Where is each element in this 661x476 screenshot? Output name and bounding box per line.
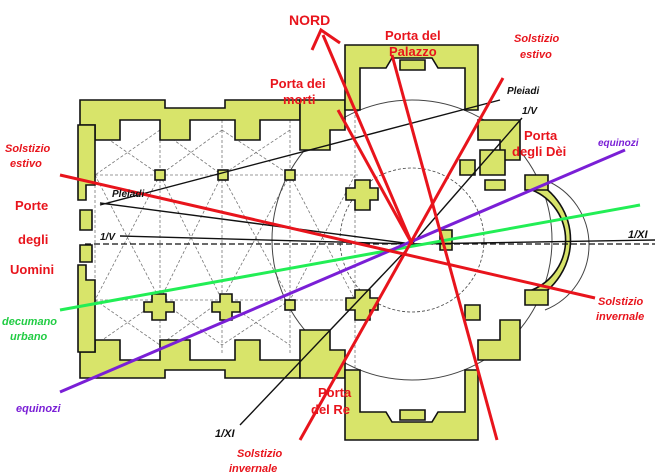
- nord-arrow-head: [310, 27, 341, 51]
- label-porta-palazzo-2: Palazzo: [389, 44, 437, 59]
- line-solstizio-estivo-left: [59, 173, 596, 300]
- label-porta-morti-1: Porta dei: [270, 76, 326, 91]
- label-porta-re-2: del Re: [311, 402, 350, 417]
- label-porte-uomini-2: degli: [18, 232, 48, 247]
- line-v-right: [411, 117, 523, 245]
- line-xi-right: [411, 239, 656, 245]
- label-porta-dei-1: Porta: [524, 128, 558, 143]
- label-equinozi-right: equinozi: [598, 138, 639, 149]
- label-solstizio-invernale-bottom-2: invernale: [229, 463, 277, 475]
- label-solstizio-invernale-right-2: invernale: [596, 311, 644, 323]
- label-xi-bottom: 1/XI: [215, 428, 236, 440]
- label-porta-palazzo-1: Porta del: [385, 28, 441, 43]
- line-pleiadi-left: [99, 202, 413, 245]
- label-solstizio-invernale-bottom-1: Solstizio: [237, 448, 283, 460]
- label-equinozi-left: equinozi: [16, 403, 62, 415]
- label-solstizio-estivo-left-2: estivo: [10, 158, 42, 170]
- line-solstizio-estivo-top: [298, 77, 505, 441]
- line-xi-bottom: [239, 243, 413, 426]
- label-solstizio-invernale-right-1: Solstizio: [598, 296, 644, 308]
- label-porta-morti-2: morti: [283, 92, 316, 107]
- line-porta-morti: [336, 109, 414, 245]
- vault-grid: [90, 100, 360, 375]
- label-v-tr: 1/V: [522, 106, 538, 117]
- label-solstizio-estivo-left-1: Solstizio: [5, 143, 51, 155]
- line-nord-axis: [390, 54, 499, 441]
- line-decumano: [59, 203, 641, 312]
- label-solstizio-estivo-tr-1: Solstizio: [514, 33, 560, 45]
- label-porta-dei-2: degli Dèi: [512, 144, 566, 159]
- label-pleiadi-left: Pleiadi: [112, 189, 144, 200]
- label-decumano-2: urbano: [10, 331, 48, 343]
- line-pleiadi: [99, 99, 501, 206]
- orientation-lines: [59, 27, 656, 441]
- label-xi-right: 1/XI: [628, 229, 649, 241]
- nord-arrow-line: [321, 34, 414, 245]
- label-nord: NORD: [289, 12, 330, 28]
- line-equinozi: [59, 148, 626, 394]
- label-porte-uomini-3: Uomini: [10, 262, 54, 277]
- label-v-left: 1/V: [100, 232, 116, 243]
- walls: [77, 44, 572, 441]
- label-solstizio-estivo-tr-2: estivo: [520, 49, 552, 61]
- label-porta-re-1: Porta: [318, 385, 352, 400]
- label-porte-uomini-1: Porte: [15, 198, 48, 213]
- line-v-left: [119, 235, 413, 245]
- label-pleiadi-tr: Pleiadi: [507, 86, 539, 97]
- label-decumano-1: decumano: [2, 316, 57, 328]
- labels: NORD Porta del Palazzo Solstizio estivo …: [2, 12, 649, 475]
